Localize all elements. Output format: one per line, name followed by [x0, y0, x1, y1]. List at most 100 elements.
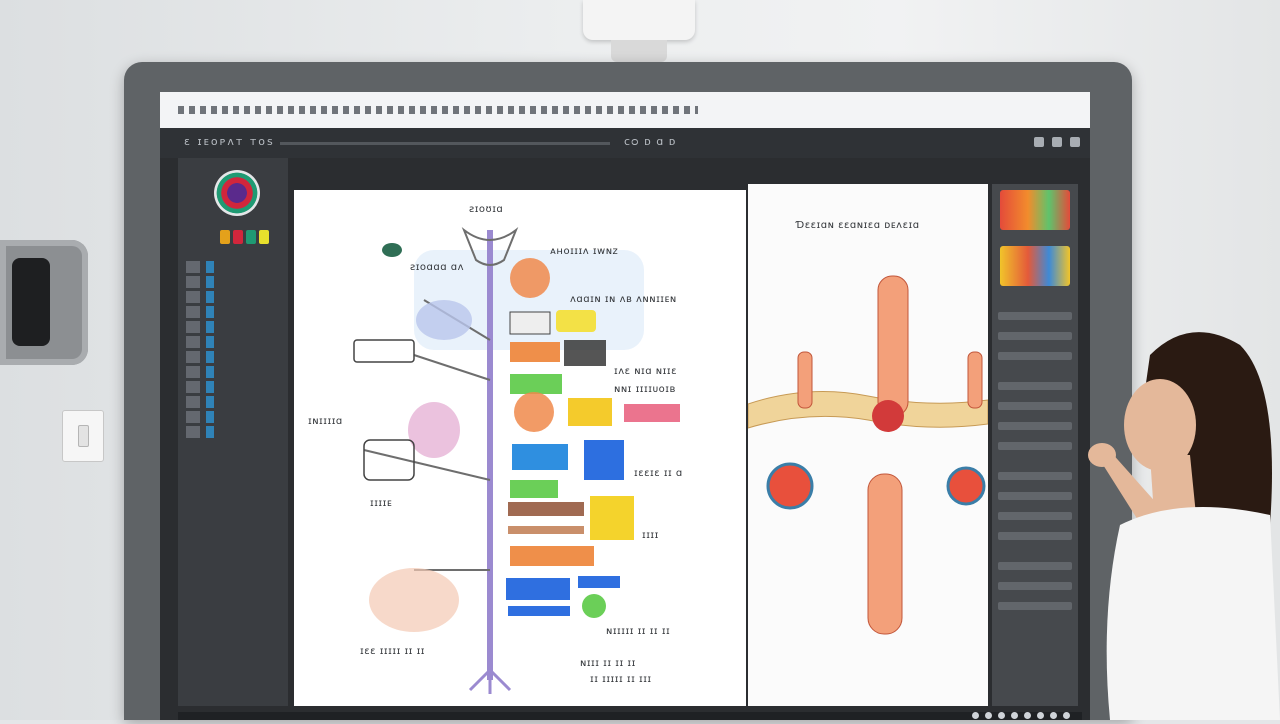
canvas-label: ɴɴɪ ɪɪɪɪᴜᴏɪʙ — [614, 384, 676, 395]
node-green-2 — [510, 480, 558, 498]
node-brown — [508, 502, 584, 516]
dot-icon[interactable] — [1024, 712, 1031, 719]
panel-row[interactable] — [998, 582, 1072, 590]
panel-row[interactable] — [998, 492, 1072, 500]
canvas-label: ɪɛɛɪɛ ɪɪ ɑ — [634, 468, 683, 479]
panel-row[interactable] — [998, 332, 1072, 340]
node-yellow — [556, 310, 596, 332]
mindmap-page[interactable]: ƨɪᴏʊɪɑ ᴀʜᴏɪɪɪʌ ɪᴡɴᴢ ƨɪᴏɑɑɑ ɑʌ ʌɑɑɪɴ ɪɴ ʌ… — [294, 190, 746, 706]
right-thumbnail-panel — [992, 184, 1078, 706]
tool-item[interactable] — [186, 381, 280, 393]
anatomy-band — [747, 391, 989, 429]
thumbnail[interactable] — [1000, 190, 1070, 230]
small-icon-green — [382, 243, 402, 257]
panel-row[interactable] — [998, 442, 1072, 450]
tool-list — [186, 258, 280, 441]
swatch-red[interactable] — [233, 230, 243, 244]
anatomy-node-right — [946, 466, 986, 506]
anatomy-page[interactable]: Ɗɛɛɪɑɴ ɛɛɑɴɪɛɑ ᴅᴇʌɛɪɑ — [747, 184, 989, 706]
tool-item[interactable] — [186, 426, 280, 438]
wall-card-reader — [0, 240, 88, 365]
projector-mount — [611, 40, 667, 62]
dot-icon[interactable] — [985, 712, 992, 719]
tool-item[interactable] — [186, 291, 280, 303]
panel-row[interactable] — [998, 512, 1072, 520]
bottom-toolbar — [178, 712, 1082, 720]
board-screen: ɛ ɪᴇᴏᴘʌᴛ ᴛᴏs ᴄᴑ ᴅ ɑ ᴅ — [160, 92, 1090, 720]
presenter-figure — [1088, 332, 1280, 720]
anatomy-tube-top — [877, 275, 909, 417]
canvas-label: ɪʌɛ ɴɪɑ ɴɪɪɛ — [614, 366, 677, 377]
mindmap-drawing — [353, 226, 680, 694]
tool-item[interactable] — [186, 321, 280, 333]
panel-row[interactable] — [998, 312, 1072, 320]
tool-item[interactable] — [186, 336, 280, 348]
branch-line — [413, 354, 491, 381]
swatch-orange[interactable] — [220, 230, 230, 244]
anatomy-branch-right — [967, 351, 983, 409]
tool-item[interactable] — [186, 396, 280, 408]
tool-item[interactable] — [186, 276, 280, 288]
left-tool-panel — [178, 158, 288, 706]
projector-body — [583, 0, 695, 40]
ceiling-projector — [583, 0, 695, 62]
minimize-icon[interactable] — [1034, 137, 1044, 147]
tool-item[interactable] — [186, 366, 280, 378]
node-blue — [512, 444, 568, 470]
panel-row[interactable] — [998, 352, 1072, 360]
canvas-label: ɴɪɪɪ ɪɪ ɪɪ ɪɪ — [580, 658, 636, 669]
tool-item[interactable] — [186, 261, 280, 273]
swatch-yellow[interactable] — [259, 230, 269, 244]
panel-row[interactable] — [998, 562, 1072, 570]
presenter-shirt — [1106, 507, 1280, 720]
window-controls — [1034, 137, 1080, 147]
anatomy-tube-bottom — [867, 473, 903, 635]
thumbnail[interactable] — [1000, 246, 1070, 286]
anatomy-branch-left — [797, 351, 813, 409]
node-blue-5 — [508, 606, 570, 616]
bottom-icons — [972, 712, 1070, 719]
tool-item[interactable] — [186, 306, 280, 318]
canvas-label: ʌɑɑɪɴ ɪɴ ʌʙ ʌɴɴɪɪᴇɴ — [570, 294, 677, 305]
tool-item[interactable] — [186, 351, 280, 363]
presenter-neck — [1150, 455, 1196, 515]
light-switch — [62, 410, 104, 462]
presenter-woman — [1080, 325, 1280, 720]
dot-icon[interactable] — [1011, 712, 1018, 719]
dot-icon[interactable] — [1063, 712, 1070, 719]
presenter-arm — [1100, 451, 1230, 555]
canvas-label: ɪɪɪɪᴇ — [370, 498, 393, 509]
panel-row[interactable] — [998, 472, 1072, 480]
tool-item[interactable] — [186, 411, 280, 423]
dot-icon[interactable] — [1037, 712, 1044, 719]
app-logo-icon — [214, 170, 260, 216]
switch-toggle — [78, 425, 89, 447]
canvas-label: ɪɛɛ ɪɪɪɪɪ ɪɪ ɪɪ — [360, 646, 426, 657]
branch-line — [363, 449, 491, 481]
dot-icon[interactable] — [998, 712, 1005, 719]
node-blue-2 — [584, 440, 624, 480]
sketch-box — [363, 439, 415, 481]
panel-row[interactable] — [998, 602, 1072, 610]
progress-track[interactable] — [280, 142, 610, 145]
node-box — [509, 311, 551, 335]
interactive-whiteboard: ɛ ɪᴇᴏᴘʌᴛ ᴛᴏs ᴄᴑ ᴅ ɑ ᴅ — [124, 62, 1132, 720]
dot-icon[interactable] — [972, 712, 979, 719]
dot-icon[interactable] — [1050, 712, 1057, 719]
panel-row[interactable] — [998, 422, 1072, 430]
panel-row[interactable] — [998, 382, 1072, 390]
node-yellow-2 — [568, 398, 612, 426]
root-lines — [468, 668, 512, 694]
canvas-label: ɴɪɪɪɪɪ ɪɪ ɪɪ ɪɪ — [606, 626, 671, 637]
panel-row[interactable] — [998, 532, 1072, 540]
menu-items[interactable] — [178, 106, 698, 114]
node-orange-2 — [510, 546, 594, 566]
canvas-label: ƨɪᴏɑɑɑ ɑʌ — [410, 262, 465, 273]
swatch-green[interactable] — [246, 230, 256, 244]
maximize-icon[interactable] — [1052, 137, 1062, 147]
panel-row[interactable] — [998, 402, 1072, 410]
card-reader-slot — [12, 258, 50, 346]
close-icon[interactable] — [1070, 137, 1080, 147]
app-title: ɛ ɪᴇᴏᴘʌᴛ ᴛᴏs — [184, 135, 275, 148]
funnel-shape — [461, 226, 519, 266]
